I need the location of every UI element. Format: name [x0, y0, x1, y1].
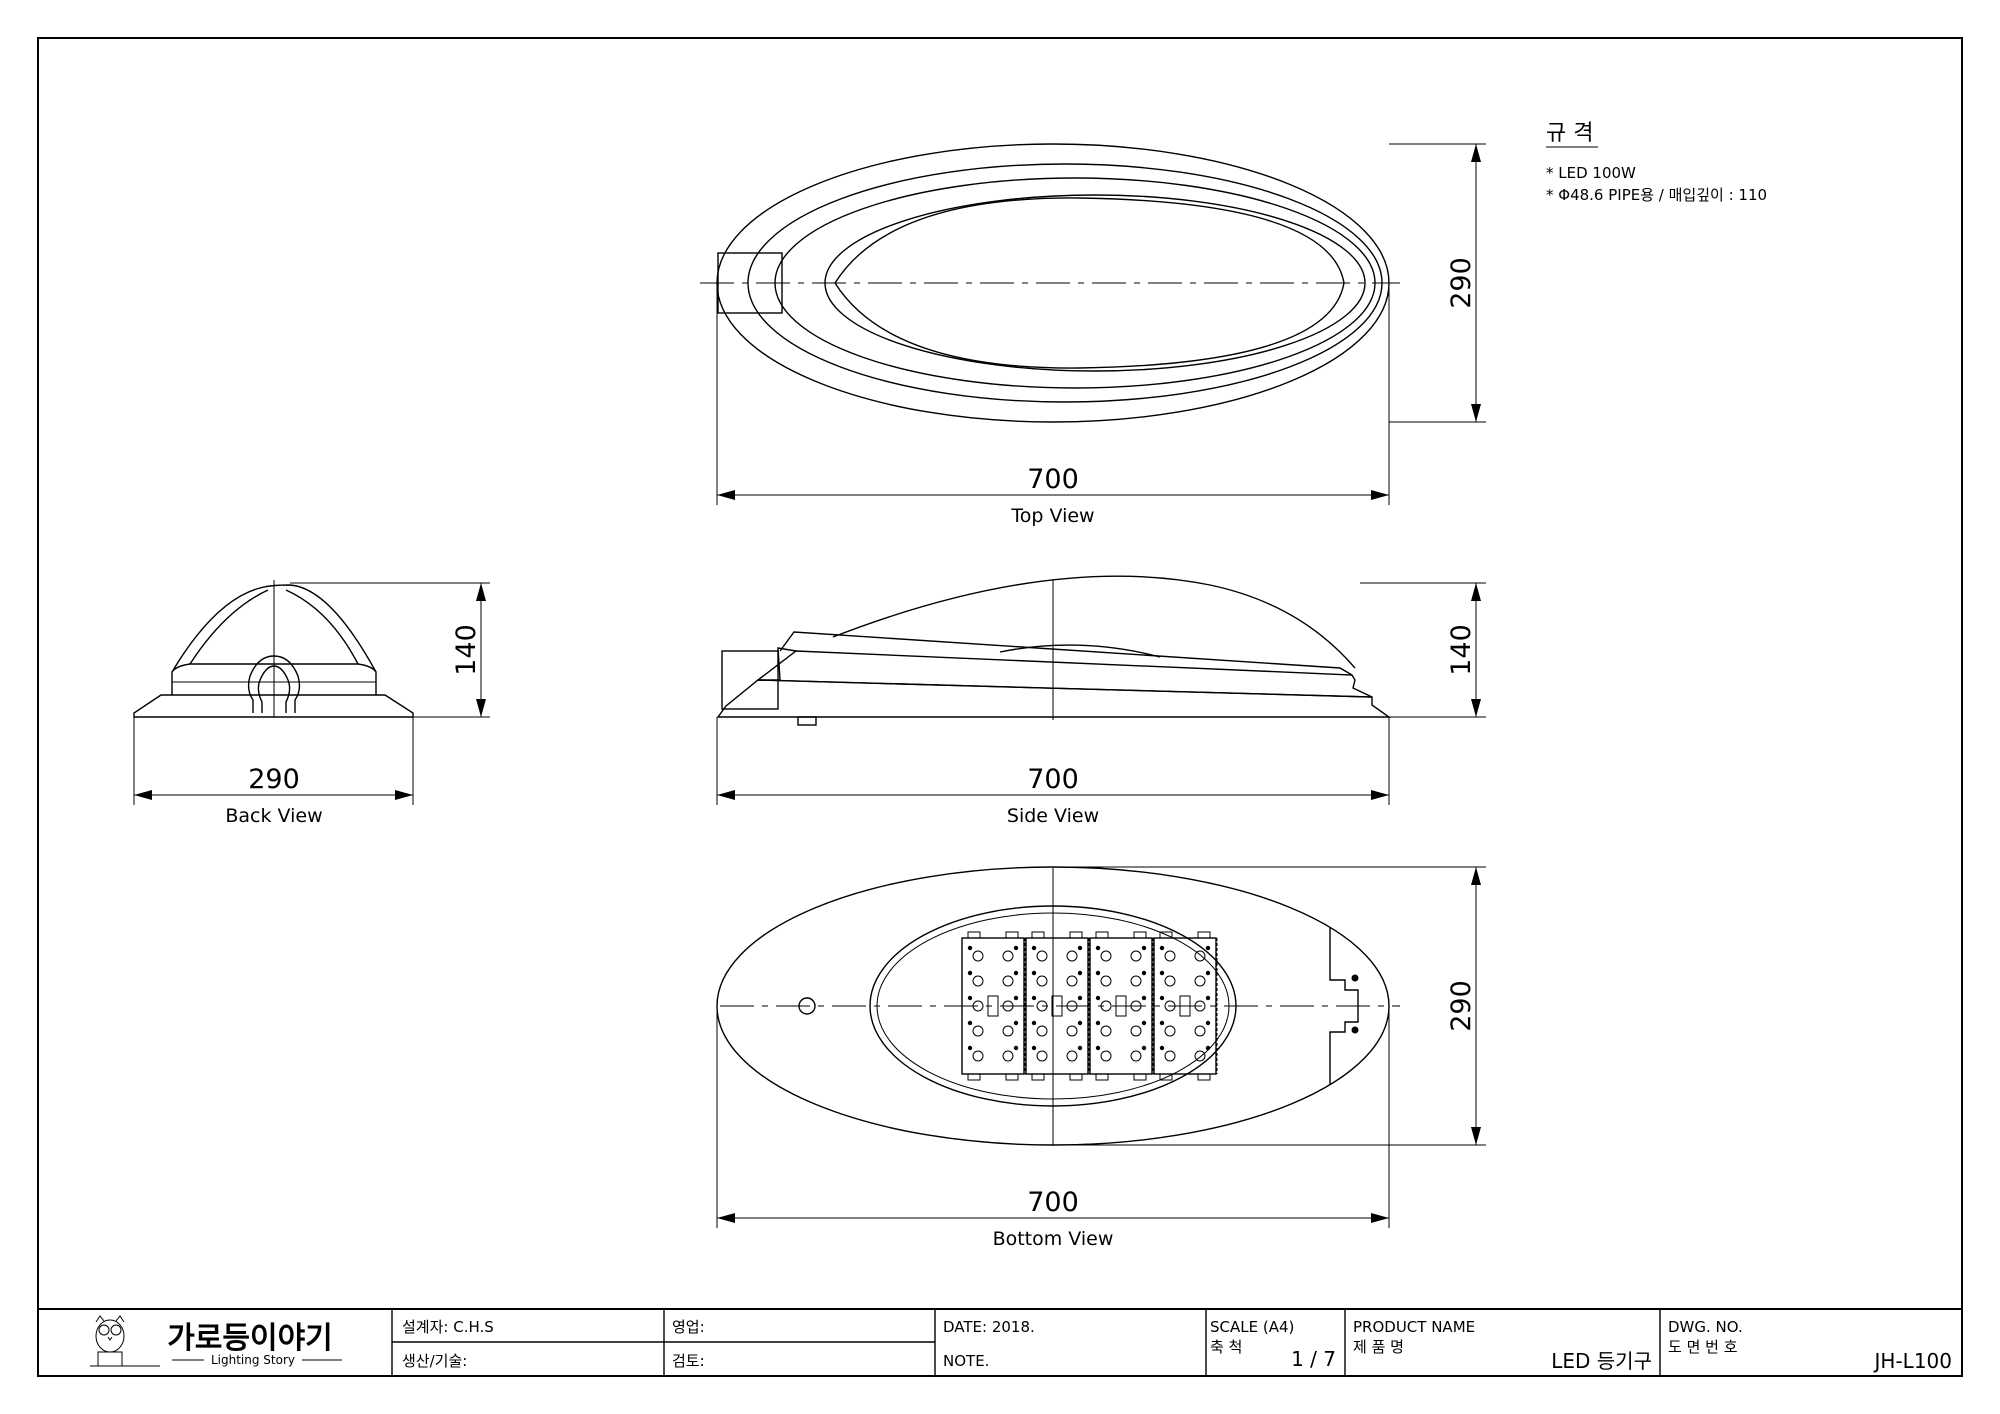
bottom-height-dim: 290: [1446, 980, 1477, 1032]
note-field: NOTE.: [943, 1352, 989, 1370]
led-module: [1153, 937, 1217, 1075]
brand-name: 가로등이야기: [167, 1321, 333, 1356]
product-name-label: PRODUCT NAME: [1353, 1318, 1475, 1336]
spec-item-power: * LED 100W: [1546, 164, 1636, 182]
side-width-dim: 700: [1027, 764, 1079, 795]
scale-value: 1 / 7: [1291, 1347, 1336, 1371]
back-view: 140 290 Back View: [133, 580, 490, 827]
top-view: 290 700 Top View: [700, 143, 1486, 527]
led-module: [961, 937, 1025, 1075]
side-view: 140 700 Side View: [716, 575, 1486, 827]
drawing-number-label: DWG. NO.: [1668, 1318, 1743, 1336]
side-housing-upper: [756, 650, 1373, 698]
review-field: 검토:: [672, 1352, 705, 1370]
owl-logo: [90, 1315, 160, 1367]
designer-field: 설계자: C.H.S: [402, 1318, 494, 1336]
sales-field: 영업:: [672, 1318, 705, 1336]
top-height-dim: 290: [1446, 257, 1477, 309]
side-height-dim: 140: [1446, 624, 1477, 676]
bottom-width-dim: 700: [1027, 1187, 1079, 1218]
product-name-label-kr: 제 품 명: [1353, 1338, 1404, 1356]
bottom-view-label: Bottom View: [993, 1228, 1114, 1250]
led-module-array: [961, 931, 1218, 1081]
led-module: [1089, 937, 1153, 1075]
top-width-dim: 700: [1027, 464, 1079, 495]
back-width-dim: 290: [248, 764, 300, 795]
drawing-frame: [37, 37, 1963, 1377]
led-module: [1025, 937, 1089, 1075]
scale-label-kr: 축 척: [1210, 1338, 1242, 1356]
spec-item-pipe: * Φ48.6 PIPE용 / 매입깊이 : 110: [1546, 186, 1767, 204]
product-name-value: LED 등기구: [1551, 1349, 1652, 1373]
back-view-label: Back View: [225, 805, 322, 827]
top-view-label: Top View: [1010, 505, 1094, 527]
side-lens-dome: [832, 575, 1356, 669]
bottom-view: 290 700 Bottom View: [716, 866, 1486, 1250]
side-view-label: Side View: [1007, 805, 1099, 827]
date-field: DATE: 2018.: [943, 1318, 1035, 1336]
drawing-number-label-kr: 도 면 번 호: [1668, 1338, 1738, 1356]
scale-label: SCALE (A4): [1210, 1318, 1294, 1336]
brand-subtitle: Lighting Story: [211, 1353, 295, 1367]
title-block: 가로등이야기 Lighting Story 설계자: C.H.S 생산/기술: …: [38, 1308, 1962, 1376]
side-pipe-socket: [721, 650, 779, 710]
back-dome: [171, 584, 377, 673]
drawing-number-value: JH-L100: [1873, 1349, 1952, 1373]
production-field: 생산/기술:: [402, 1352, 467, 1370]
back-height-dim: 140: [451, 624, 482, 676]
spec-block: 규 격 * LED 100W * Φ48.6 PIPE용 / 매입깊이 : 11…: [1546, 121, 1767, 204]
spec-title: 규 격: [1546, 121, 1593, 146]
